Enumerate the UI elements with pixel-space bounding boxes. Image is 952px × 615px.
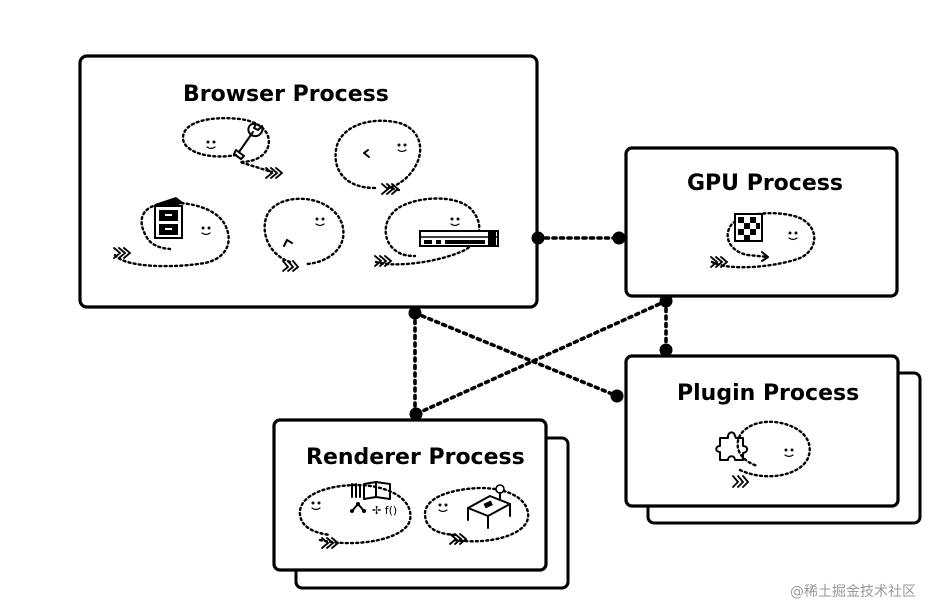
connector-dot — [531, 231, 545, 245]
chevron-arrows-icon — [374, 255, 393, 267]
chevron-arrows-icon — [381, 183, 400, 195]
chevron-arrows-icon — [321, 537, 340, 549]
chevron-arrows-icon — [449, 533, 468, 545]
network-device-icon — [419, 230, 499, 247]
renderer-process-title: Renderer Process — [306, 445, 525, 470]
gpu-thread — [710, 212, 816, 269]
renderer-thread-layout: ✢ f() — [298, 481, 412, 549]
thread-arrow-icon — [363, 149, 370, 158]
canvas-bed-icon — [467, 484, 511, 529]
gpu-process-title: GPU Process — [687, 171, 843, 196]
connector-dot — [659, 343, 673, 357]
document-layout-icon: ✢ f() — [350, 481, 397, 517]
thread-arrow-icon — [283, 239, 293, 247]
gpu-renderer-link — [414, 299, 668, 416]
connector-dot — [409, 407, 423, 421]
function-glyph-icon: ✢ f() — [372, 504, 397, 517]
chevron-arrows-icon — [710, 256, 729, 268]
pixel-grid-icon — [734, 213, 763, 242]
puzzle-piece-icon — [715, 431, 749, 461]
plugin-thread — [715, 420, 811, 488]
chevron-arrows-icon — [282, 260, 300, 272]
browser-thread-cabinet — [113, 197, 230, 268]
chevron-arrows-icon — [732, 475, 750, 488]
gpu-process-box: GPU Process — [624, 146, 899, 298]
browser-thread-loop-2 — [263, 197, 345, 272]
connector-dot — [612, 231, 626, 245]
connector-dot — [408, 306, 422, 320]
plugin-process-box: Plugin Process — [624, 354, 922, 525]
browser-thread-device — [374, 197, 499, 267]
thread-arrow-icon — [761, 251, 769, 262]
browser-thread-wrench — [181, 117, 284, 179]
connector-dots — [408, 231, 673, 421]
wrench-icon — [233, 123, 264, 160]
browser-thread-loop-1 — [334, 119, 422, 195]
connector-dot — [610, 389, 624, 403]
browser-process-box: Browser Process — [78, 54, 539, 309]
browser-plugin-link — [413, 311, 619, 398]
connector-dot — [659, 294, 673, 308]
connectors — [413, 236, 668, 416]
file-cabinet-icon — [154, 197, 184, 239]
chevron-arrows-icon — [265, 167, 284, 179]
renderer-process-box: Renderer Process ✢ f() — [272, 418, 570, 590]
renderer-thread-canvas — [423, 484, 530, 545]
chevron-arrows-icon — [113, 247, 132, 259]
watermark-text: @稀土掘金技术社区 — [790, 584, 916, 600]
browser-process-title: Browser Process — [183, 82, 389, 107]
plugin-process-title: Plugin Process — [677, 381, 859, 406]
